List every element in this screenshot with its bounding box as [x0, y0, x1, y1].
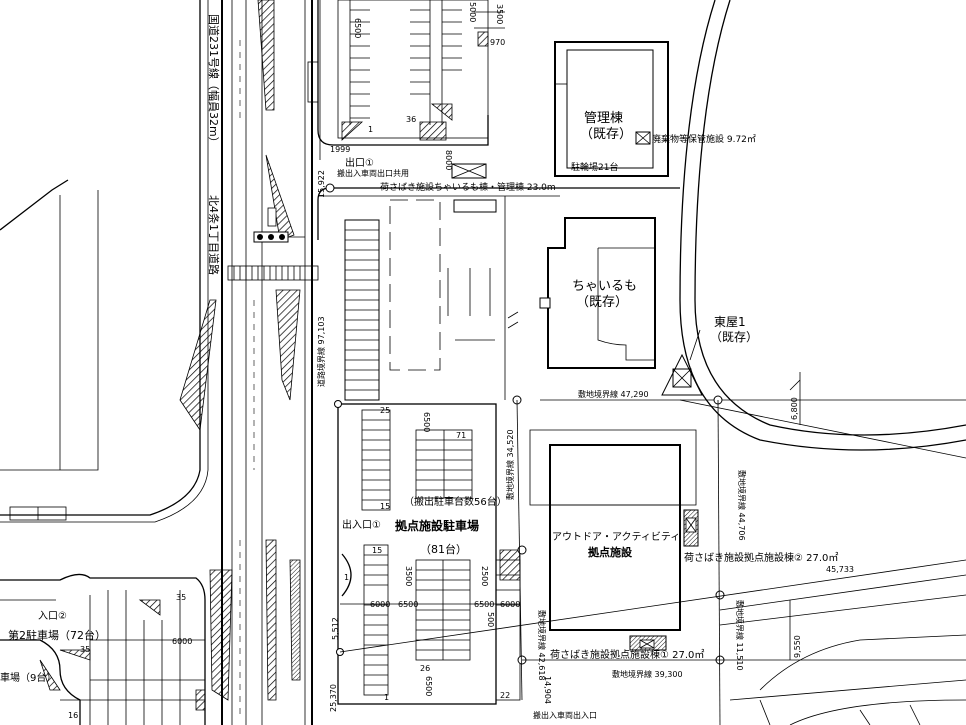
dim-5000: 5000 [468, 2, 477, 22]
traffic-signal-icon [253, 231, 305, 243]
loading-bay-1 [629, 635, 667, 651]
dim-2500-main: 2500 [480, 566, 489, 586]
stall-71: 71 [456, 431, 466, 440]
dim-500: 500 [486, 612, 495, 627]
site-boundary-lower: 敷地境界線 42,618 [537, 610, 547, 681]
dim-left-a: 5,512 [331, 617, 340, 640]
north-parking: 970 3500 5000 6500 1 36 1999 8000 出口① 搬出… [307, 0, 505, 179]
boundary-a-label: 荷さばき施設ちゃいるも棟・管理棟 23.0m [380, 181, 556, 193]
stall-1-top: 1 [368, 125, 373, 134]
dim-6500-top: 6500 [353, 18, 362, 38]
road-label: 国道231号線（幅員32m） [207, 14, 221, 148]
intersection-label: 北4条1丁目道路 [207, 195, 221, 275]
main-parking-count: （81台） [420, 542, 467, 556]
kanri-label: 管理棟 [584, 111, 623, 126]
second-lot-label: 第2駐車場（72台） [8, 628, 106, 642]
entrance-1-label: 出入口① [342, 518, 381, 531]
site-boundary-bottom: 敷地境界線 39,300 [612, 669, 683, 679]
west-land [0, 0, 209, 523]
stall-16: 16 [68, 711, 78, 720]
main-parking: （搬出駐車台数56台） 拠点施設駐車場 （81台） 出入口① [329, 400, 597, 720]
dim-bottom: 14,904 [543, 676, 552, 704]
boundary-v-label: 15,922 [317, 170, 326, 198]
bicycle-label: 駐輪場21台 [571, 161, 618, 173]
entrance-2-label: 入口② [38, 611, 67, 622]
east-road: 6,800 東屋1 （既存） 敷地境界線 47,290 [540, 0, 966, 459]
third-lot-label: 車場（9台） [0, 671, 56, 684]
site-boundary-top: 敷地境界線 47,290 [578, 389, 649, 399]
second-parking: 35 6000 35 16 入口② 第2駐車場（72台） 車場（9台） [0, 573, 206, 725]
waste-box [635, 131, 651, 145]
crosswalk [227, 265, 319, 281]
dim-6000-b: 6000 [500, 600, 520, 609]
main-parking-label: 拠点施設駐車場 [395, 518, 479, 533]
stall-36-top: 36 [406, 115, 416, 124]
dim-6500-main: 6500 [398, 600, 418, 609]
outdoor-building: アウトドア・アクティビティ 拠点施設 敷地境界線 34,520 敷地境界線 44… [339, 395, 966, 725]
dim-3500-top: 3500 [495, 4, 504, 24]
waste-label: 廃棄物等保管施設 9.72㎡ [652, 133, 756, 145]
loading-bay-2 [683, 509, 699, 547]
delivery-count: （搬出駐車台数56台） [404, 495, 507, 508]
outdoor-label: アウトドア・アクティビティ [552, 531, 680, 543]
bottom-entrance: 搬出入車両出入口 [533, 710, 597, 720]
road-boundary: 道路境界線 97,103 [316, 316, 326, 387]
loading-box-north [451, 163, 487, 179]
site-boundary-right2: 敷地境界線 11,510 [735, 600, 745, 671]
azumaya-label: 東屋1 [714, 315, 746, 329]
outdoor-sub: 拠点施設 [588, 545, 633, 559]
dim-right: 45,733 [826, 565, 854, 574]
kanri-building: 管理棟 （既存） 駐輪場21台 廃棄物等保管施設 9.72㎡ [554, 41, 756, 177]
dim-6500-upper: 6500 [422, 412, 431, 432]
lower-right-area [719, 574, 966, 725]
dim-6800: 6,800 [790, 397, 799, 420]
stall-15b: 15 [372, 546, 382, 555]
dim-3500-main: 3500 [404, 566, 413, 586]
dim-9550: 9,550 [793, 635, 802, 658]
north-stalls [350, 9, 462, 119]
middle-parking: 道路境界線 97,103 [316, 199, 519, 401]
exit-note: 搬出入車両出口共用 [337, 168, 409, 178]
loading-1-label: 荷さばき施設拠点施設棟① 27.0㎡ [550, 648, 704, 661]
exit-1-label: 出口① [345, 156, 374, 169]
loading-2-label: 荷さばき施設拠点施設棟② 27.0㎡ [684, 551, 838, 564]
stall-22: 22 [500, 691, 510, 700]
dim-6000-main: 6000 [370, 600, 390, 609]
boundary-north: 荷さばき施設ちゃいるも棟・管理棟 23.0m 15,922 [317, 170, 680, 400]
kanri-sub: （既存） [580, 127, 632, 142]
azumaya-icon [661, 353, 703, 396]
chairumo-sub: （既存） [576, 295, 628, 310]
chairumo-building: ちゃいるも （既存） [539, 217, 656, 369]
chairumo-label: ちゃいるも [572, 279, 637, 294]
dim-8000: 8000 [444, 150, 453, 170]
stall-25: 25 [380, 406, 390, 415]
stall-1-main: 1 [384, 693, 389, 702]
stall-15: 15 [380, 502, 390, 511]
stall-35-b: 35 [80, 645, 90, 654]
ramp-mark: 1 [344, 573, 349, 582]
dim-6500-b: 6500 [474, 600, 494, 609]
stall-26: 26 [420, 664, 430, 673]
stall-35: 35 [176, 593, 186, 602]
dim-left-b: 25,370 [329, 684, 338, 712]
azumaya-sub: （既存） [710, 330, 758, 344]
dim-6000-2: 6000 [172, 637, 192, 646]
main-road: 国道231号線（幅員32m） 北4条1丁目道路 [179, 0, 321, 725]
dim-1999: 1999 [330, 145, 350, 154]
dim-970: 970 [490, 38, 505, 47]
site-boundary-mid: 敷地境界線 34,520 [505, 429, 515, 500]
dim-6500-lower: 6500 [424, 676, 433, 696]
site-boundary-right: 敷地境界線 44,706 [737, 470, 747, 541]
